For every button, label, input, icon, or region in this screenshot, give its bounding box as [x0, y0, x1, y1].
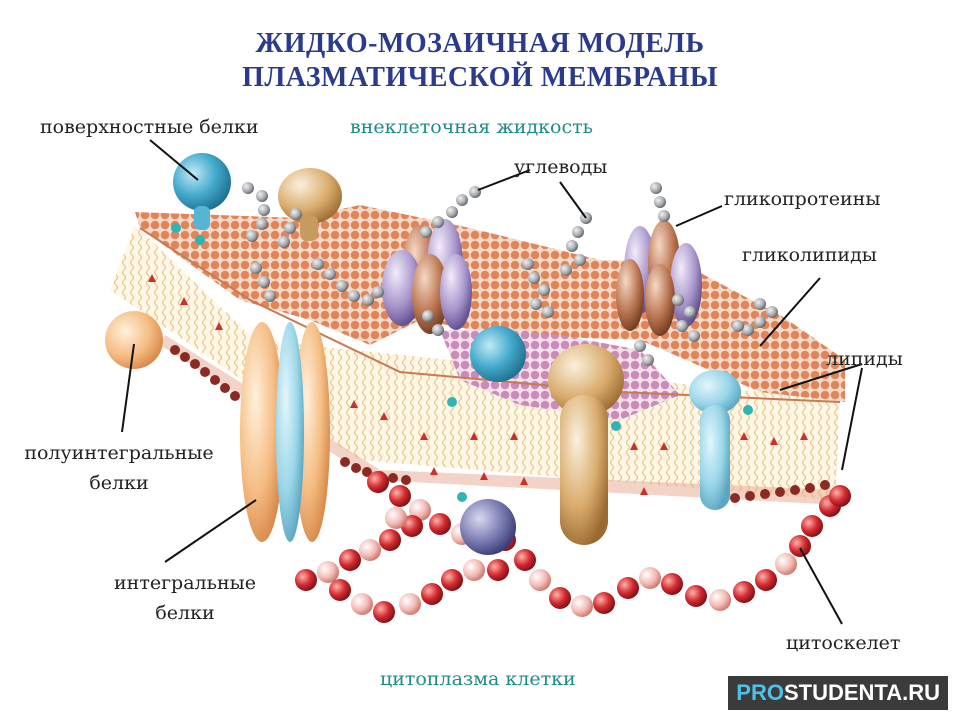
label-semi-integral-line2: белки [89, 472, 149, 494]
title-line-1: ЖИДКО-МОЗАИЧНАЯ МОДЕЛЬ [255, 28, 705, 59]
peripheral-protein-navy [460, 499, 516, 555]
lipid-red-markers [148, 274, 808, 495]
glycoprotein-cluster-left [382, 219, 472, 334]
label-carbohydrates: углеводы [514, 156, 608, 178]
label-cytoskeleton: цитоскелет [786, 632, 901, 654]
semi-integral-protein [105, 311, 163, 369]
pointer-lines [121, 139, 863, 625]
label-integral-line1: интегральные [114, 572, 256, 594]
watermark-logo: PROSTUDENTA.RU [728, 676, 948, 710]
surface-protein [173, 153, 231, 230]
label-integral-line2: белки [155, 602, 215, 624]
teal-markers [171, 223, 753, 502]
label-semi-integral-line1: полуинтегральные [24, 442, 214, 464]
glycoprotein-cluster-right [616, 220, 702, 336]
light-blue-protein [689, 370, 741, 510]
label-surface-proteins: поверхностные белки [40, 116, 259, 138]
label-glycolipids: гликолипиды [742, 244, 877, 266]
bilayer-top-surface [135, 205, 845, 402]
integral-protein [240, 322, 330, 542]
label-cytoplasm: цитоплазма клетки [380, 668, 576, 690]
title-line-2: ПЛАЗМАТИЧЕСКОЙ МЕМБРАНЫ [242, 62, 718, 93]
label-extracellular: внеклеточная жидкость [350, 116, 593, 138]
label-lipids: липиды [826, 348, 903, 370]
tan-channel-protein [548, 344, 624, 545]
watermark-part1: PRO [736, 680, 784, 705]
bilayer-side-face [110, 225, 840, 500]
watermark-part2: STUDENTA.RU [783, 680, 940, 705]
peripheral-protein-blue [470, 326, 526, 382]
label-glycoproteins: гликопротеины [724, 188, 881, 210]
